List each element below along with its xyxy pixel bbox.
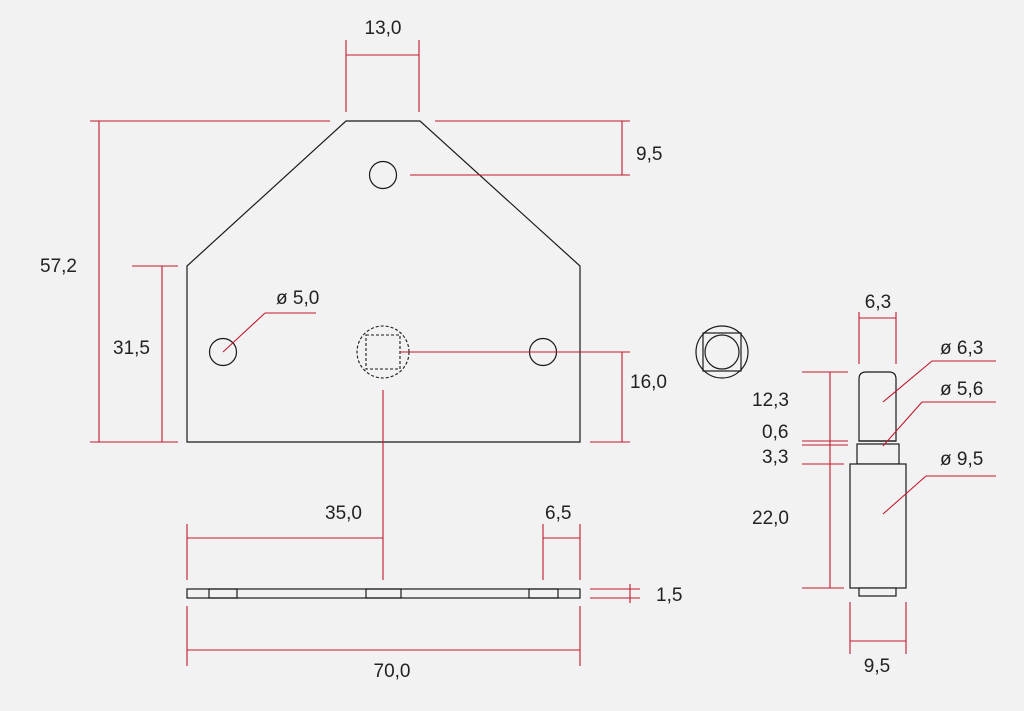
dimension-lines: [90, 40, 996, 666]
dim-pin-body-width-label: 9,5: [864, 656, 890, 677]
pin-end-square: [702, 332, 742, 372]
dim-total-height-label: 57,2: [40, 256, 77, 277]
dim-total-width-label: 70,0: [374, 661, 411, 682]
pin-bottom-stub: [858, 587, 897, 597]
plate-side-insert-left: [208, 588, 238, 599]
dim-center-offset-label: 35,0: [325, 503, 362, 524]
dimension-labels: 13,0 9,5 57,2 31,5 ø 5,0 16,0 35,0 6,5 1…: [40, 18, 983, 682]
dim-pin-top-length-label: 12,3: [752, 390, 789, 411]
dim-pin-top-width-label: 6,3: [865, 292, 891, 313]
pin-end-inner-circle: [704, 334, 740, 370]
top-hole: [368, 160, 398, 190]
dim-pin-body-diameter-label: ø 9,5: [940, 449, 983, 470]
dim-edge-offset-label: 6,5: [545, 503, 571, 524]
plate-side-view: [186, 588, 581, 599]
center-square-hidden: [365, 334, 401, 370]
dim-hole-diameter-label: ø 5,0: [276, 288, 319, 309]
dim-top-width-label: 13,0: [365, 18, 402, 39]
dim-pin-neck-diameter-label: ø 5,6: [940, 379, 983, 400]
pin-end-outer-circle: [695, 325, 749, 379]
pin-end-view: [695, 325, 749, 379]
plate-side-insert-center: [365, 588, 402, 599]
plate-outline: [186, 120, 581, 443]
dim-center-height-label: 16,0: [630, 372, 667, 393]
dim-thickness-label: 1,5: [656, 585, 682, 606]
plate-side-outline: [186, 588, 581, 599]
dim-pin-groove-label: 0,6: [762, 422, 788, 443]
left-hole: [208, 337, 238, 367]
pin-body: [849, 463, 907, 589]
dim-side-height-label: 31,5: [113, 338, 150, 359]
dim-pin-body-length-label: 22,0: [752, 508, 789, 529]
dim-pin-top-diameter-label: ø 6,3: [940, 338, 983, 359]
dim-pin-collar-label: 3,3: [762, 447, 788, 468]
plate-side-insert-right: [528, 588, 559, 599]
pin-side-view: [849, 371, 907, 597]
dim-top-to-hole-label: 9,5: [636, 144, 662, 165]
pin-top-section: [858, 371, 897, 442]
pin-collar: [856, 443, 900, 465]
